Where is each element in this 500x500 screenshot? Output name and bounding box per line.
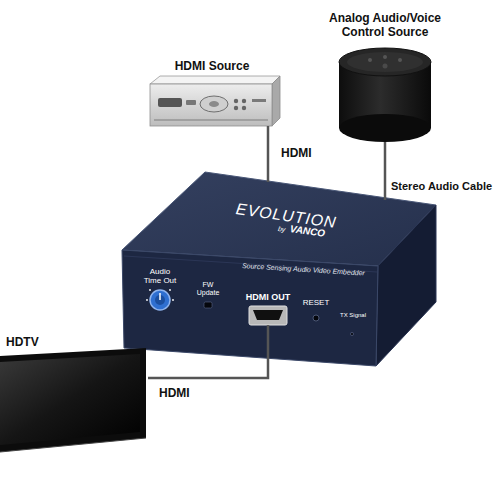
cable-connector	[385, 146, 386, 170]
device-label: HDTV	[6, 336, 39, 350]
panel-label: RESET	[298, 298, 334, 307]
panel-label: Audio Time Out	[140, 267, 180, 285]
device-label: HDMI Source	[148, 60, 276, 74]
panel-label: TX Signal	[340, 312, 366, 319]
panel-label: FW Update	[193, 281, 223, 297]
cable	[267, 325, 270, 370]
cable-connector	[268, 130, 269, 170]
embedder-device: EVOLUTIONbyVANCOSource Sensing Audio Vid…	[118, 170, 440, 370]
cable-label: HDMI	[280, 146, 313, 160]
cable-label: Stereo Audio Cable	[390, 180, 493, 192]
speaker-puck	[339, 48, 431, 142]
hdmi-source-box: HDMI Source	[148, 58, 276, 130]
set-top-box	[150, 76, 280, 126]
cable	[384, 170, 387, 200]
device-label: Analog Audio/Voice Control Source	[322, 12, 448, 40]
audio-source-speaker: Analog Audio/Voice Control Source	[322, 8, 448, 146]
cable	[267, 170, 270, 182]
cable	[267, 126, 270, 130]
cable-label: HDMI	[158, 386, 191, 400]
brand-logo: by	[277, 225, 285, 234]
cable	[384, 142, 387, 146]
product-name: Source Sensing Audio Video Embedder	[242, 262, 365, 278]
hdtv-screen	[0, 348, 146, 452]
embedder-housing	[122, 172, 436, 366]
cable-connector	[148, 370, 268, 378]
panel-label: HDMI OUT	[245, 292, 291, 302]
hdtv-display: HDTV	[0, 332, 148, 450]
